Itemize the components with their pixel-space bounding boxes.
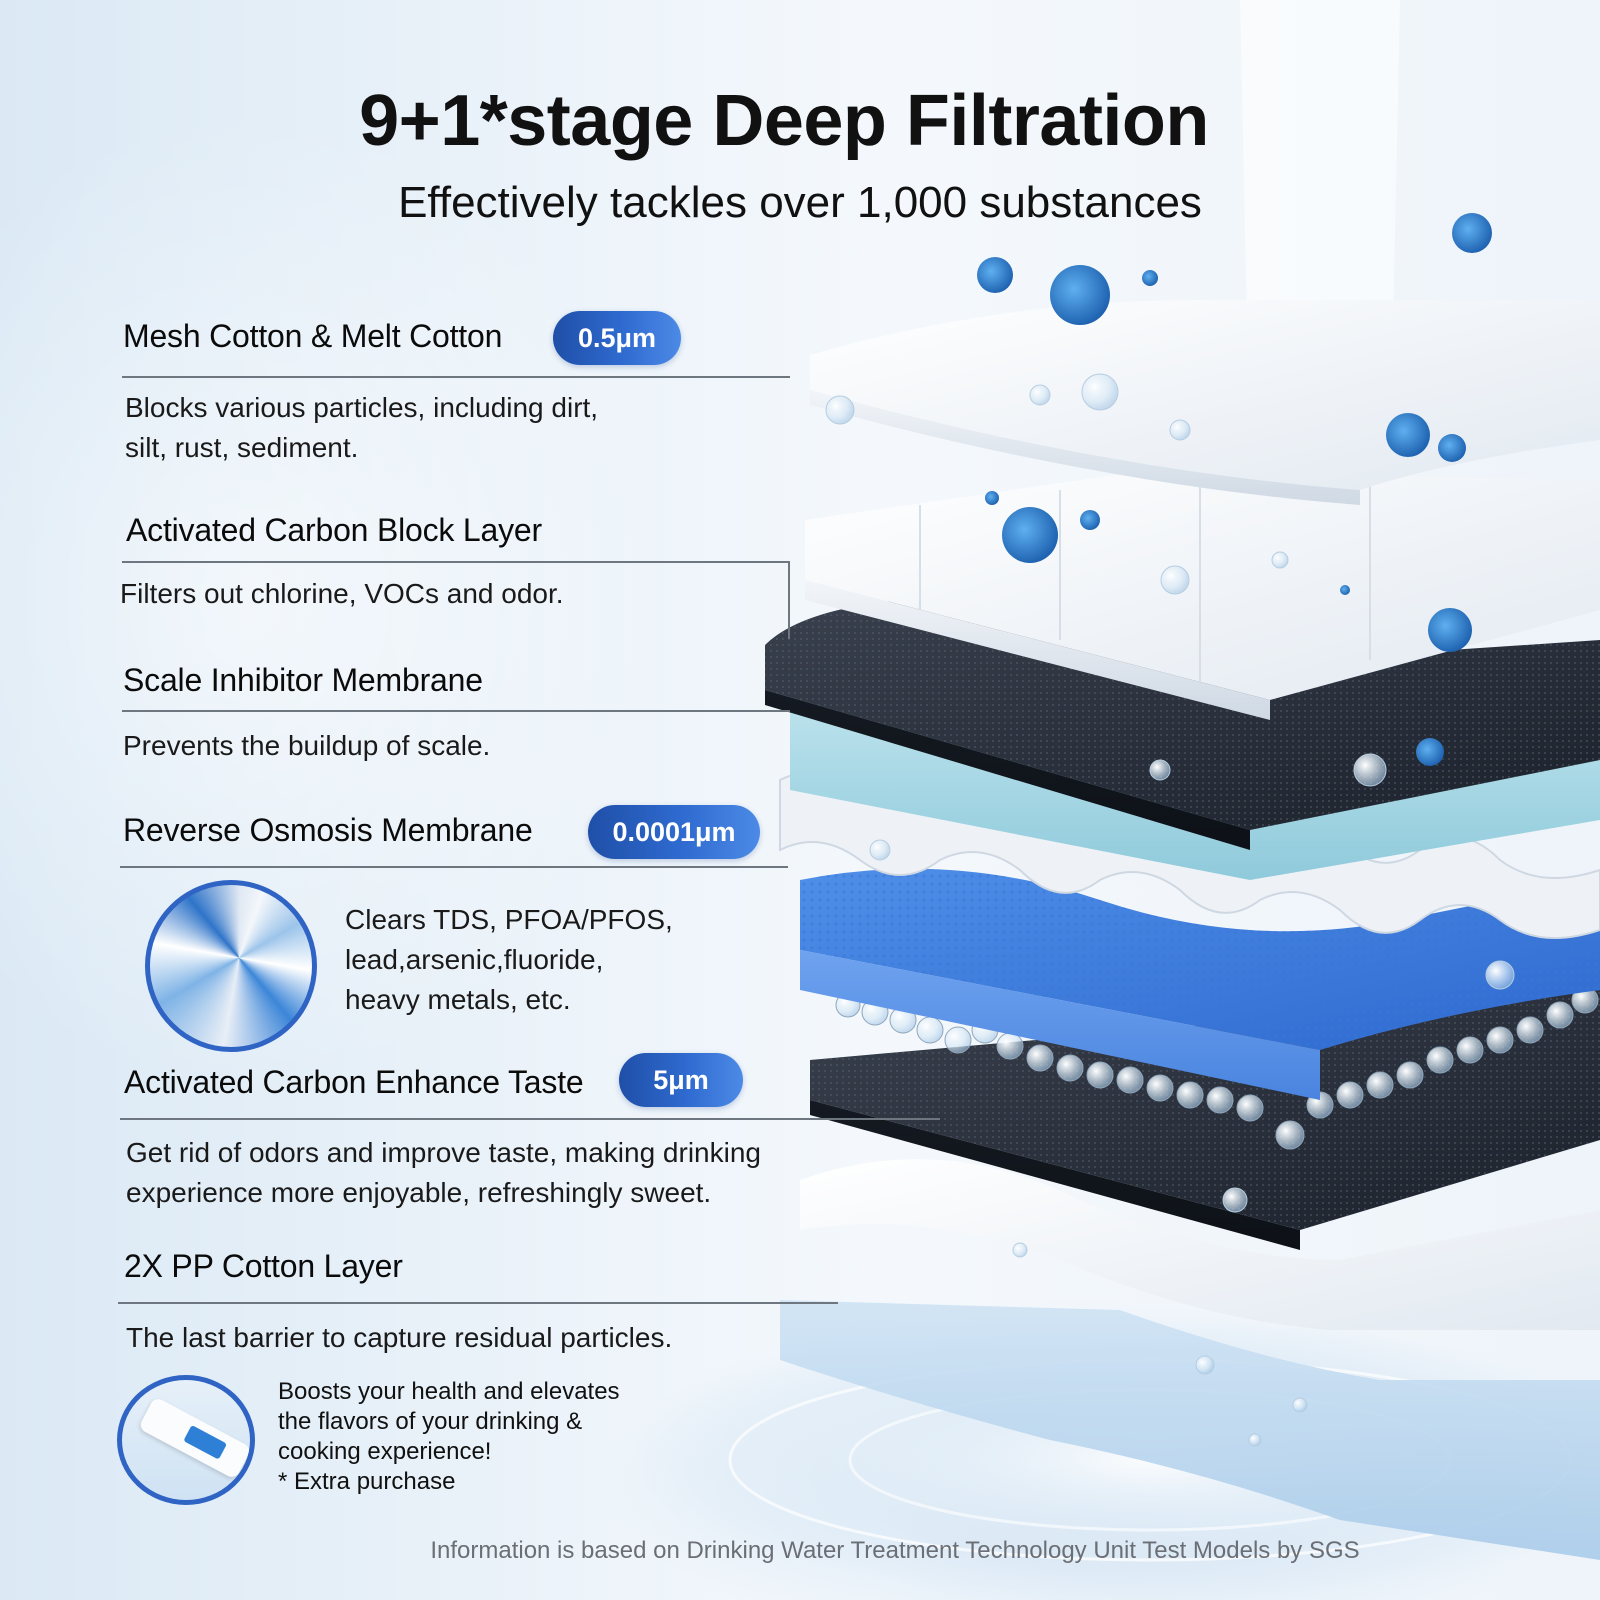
page-title: 9+1*stage Deep Filtration bbox=[0, 80, 1600, 162]
page-title-text: 9+1*stage Deep Filtration bbox=[359, 81, 1209, 161]
pore-size-badge: 0.5μm bbox=[553, 311, 681, 365]
stage-heading: Activated Carbon Block Layer bbox=[126, 512, 542, 548]
divider bbox=[120, 1118, 940, 1120]
stage-description-line: silt, rust, sediment. bbox=[125, 432, 359, 463]
page-subtitle-text: Effectively tackles over 1,000 substance… bbox=[398, 178, 1202, 227]
pore-size-badge: 5μm bbox=[619, 1053, 743, 1107]
filter-cartridge-image bbox=[117, 1375, 255, 1505]
divider bbox=[120, 866, 788, 868]
stage-description-line: heavy metals, etc. bbox=[345, 984, 571, 1015]
stage-description-line: experience more enjoyable, refreshingly … bbox=[126, 1177, 712, 1208]
pore-size-badge: 0.0001μm bbox=[588, 805, 760, 859]
stage-description-line: The last barrier to capture residual par… bbox=[126, 1322, 673, 1353]
stage-heading: Scale Inhibitor Membrane bbox=[123, 662, 483, 698]
cartridge-body bbox=[137, 1396, 250, 1480]
divider bbox=[122, 710, 790, 712]
ro-membrane-swirl-image bbox=[145, 880, 317, 1052]
divider bbox=[118, 1302, 838, 1304]
stage-description-line: Prevents the buildup of scale. bbox=[123, 730, 491, 761]
stage-heading: 2X PP Cotton Layer bbox=[124, 1248, 403, 1284]
stage-description-line: lead,arsenic,fluoride, bbox=[345, 944, 604, 975]
stage-description-line: Get rid of odors and improve taste, maki… bbox=[126, 1137, 761, 1168]
stage-description-line: Filters out chlorine, VOCs and odor. bbox=[120, 578, 564, 609]
stage-heading: Mesh Cotton & Melt Cotton bbox=[123, 318, 503, 354]
extra-line: the flavors of your drinking & bbox=[278, 1408, 583, 1435]
divider-vertical bbox=[788, 561, 790, 639]
stage-heading: Reverse Osmosis Membrane bbox=[123, 812, 533, 848]
extra-line: Boosts your health and elevates bbox=[278, 1378, 620, 1405]
page-subtitle: Effectively tackles over 1,000 substance… bbox=[0, 178, 1600, 228]
stage-description-line: Blocks various particles, including dirt… bbox=[125, 392, 599, 423]
divider bbox=[122, 561, 790, 563]
footer-note: Information is based on Drinking Water T… bbox=[430, 1537, 1360, 1564]
cartridge-label bbox=[183, 1424, 228, 1460]
extra-line: cooking experience! bbox=[278, 1438, 492, 1465]
stage-description-line: Clears TDS, PFOA/PFOS, bbox=[345, 904, 673, 935]
divider bbox=[122, 376, 790, 378]
extra-line: * Extra purchase bbox=[278, 1468, 456, 1495]
stage-heading: Activated Carbon Enhance Taste bbox=[124, 1064, 584, 1100]
